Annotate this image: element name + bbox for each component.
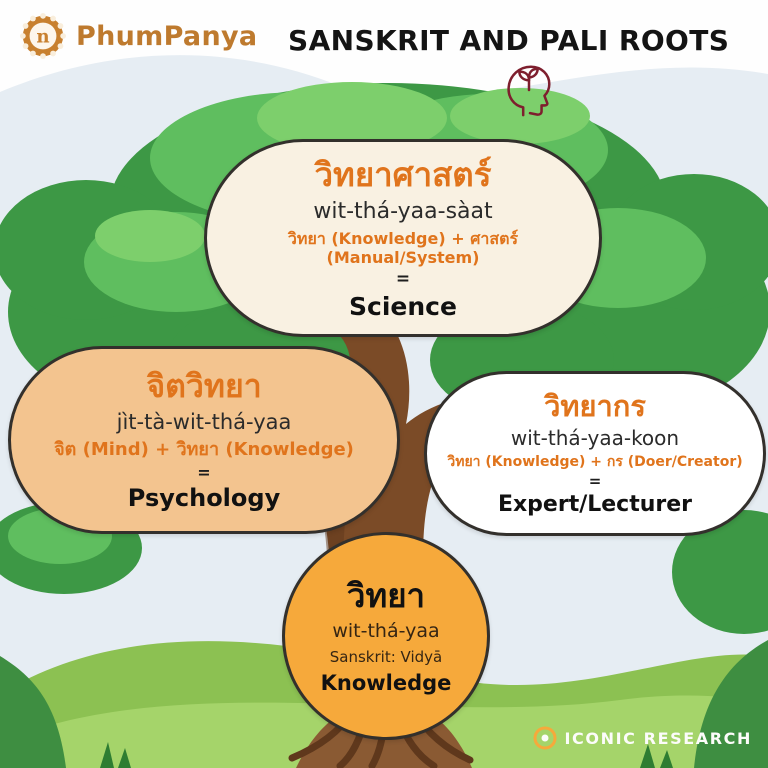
psychology-equals-sign: = (197, 462, 211, 482)
card-science: วิทยาศาสตร์ wit-thá-yaa-sàat วิทยา (Know… (204, 139, 602, 337)
psychology-pronunciation: jìt-tà-wit-thá-yaa (116, 410, 292, 435)
root-meaning: Knowledge (320, 671, 452, 696)
psychology-meaning: Psychology (127, 484, 281, 513)
expert-breakdown: วิทยา (Knowledge) + กร (Doer/Creator) (447, 454, 743, 471)
svg-text:n: n (36, 27, 49, 48)
brand-logo: n PhumPanya (20, 13, 257, 59)
science-pronunciation: wit-thá-yaa-sàat (313, 198, 493, 224)
circle-badge-icon (533, 726, 556, 750)
science-meaning: Science (349, 291, 457, 321)
science-equals-sign: = (395, 269, 411, 290)
expert-pronunciation: wit-thá-yaa-koon (510, 426, 680, 451)
brand-name: PhumPanya (76, 20, 258, 52)
card-psychology: จิตวิทยา jìt-tà-wit-thá-yaa จิต (Mind) +… (8, 346, 400, 534)
card-root-word: วิทยา wit-thá-yaa Sanskrit: Vidyā Knowle… (282, 532, 490, 740)
root-origin: Sanskrit: Vidyā (329, 648, 443, 667)
watermark: ICONIC RESEARCH (533, 726, 753, 750)
page-title: SANSKRIT AND PALI ROOTS (288, 24, 730, 57)
head-plant-icon (507, 65, 551, 117)
psychology-breakdown: จิต (Mind) + วิทยา (Knowledge) (54, 439, 354, 461)
root-thai-word: วิทยา (346, 575, 426, 615)
watermark-text: ICONIC RESEARCH (564, 728, 752, 748)
science-breakdown: วิทยา (Knowledge) + ศาสตร์ (Manual/Syste… (287, 229, 519, 268)
lotus-icon: n (20, 13, 66, 59)
expert-thai-word: วิทยากร (544, 389, 646, 424)
expert-equals-sign: = (588, 472, 602, 491)
root-pronunciation: wit-thá-yaa (332, 619, 440, 642)
expert-meaning: Expert/Lecturer (497, 491, 693, 517)
science-thai-word: วิทยาศาสตร์ (314, 154, 492, 194)
psychology-thai-word: จิตวิทยา (146, 367, 262, 406)
card-expert: วิทยากร wit-thá-yaa-koon วิทยา (Knowledg… (424, 371, 766, 536)
